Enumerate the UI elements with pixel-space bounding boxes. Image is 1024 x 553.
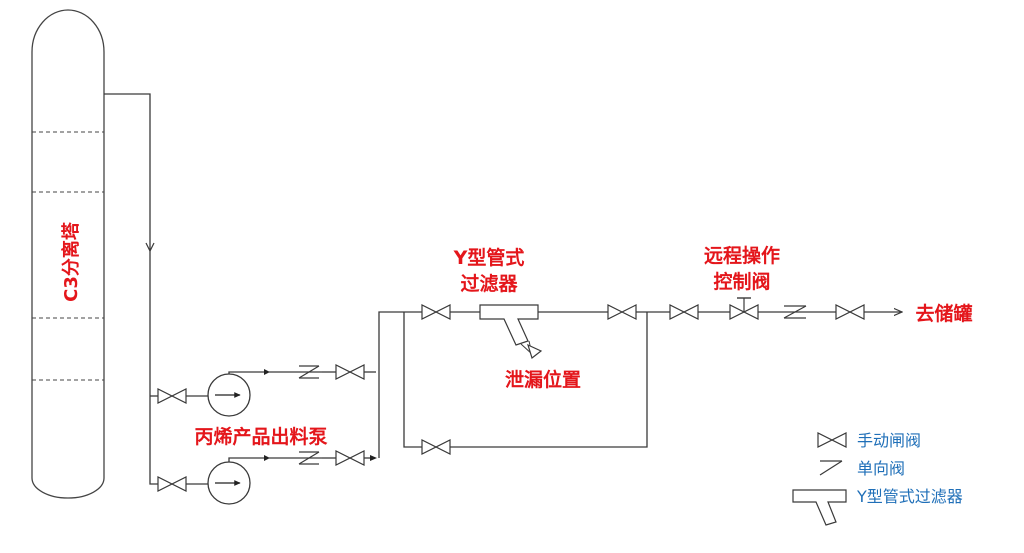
check-valve[interactable] [296, 365, 322, 379]
remote-control-valve[interactable] [729, 297, 759, 320]
upper-discharge [228, 371, 268, 374]
check-valve[interactable] [296, 451, 322, 465]
pump-label: 丙烯产品出料泵 [194, 425, 327, 448]
flow-arrow-down [145, 242, 155, 253]
destination-label: 去储罐 [915, 302, 972, 325]
tower-label: C3分离塔 [60, 221, 82, 302]
legend-gate-valve-icon [817, 432, 847, 448]
legend-gate-valve-label: 手动闸阀 [857, 431, 921, 450]
gate-valve[interactable] [835, 304, 865, 320]
leak-location-label: 泄漏位置 [505, 368, 581, 391]
gate-valve[interactable] [157, 476, 187, 492]
gate-valve[interactable] [421, 439, 451, 455]
pump-upper [207, 373, 251, 417]
lower-discharge [228, 457, 268, 462]
gate-valve[interactable] [157, 388, 187, 404]
check-valve[interactable] [780, 305, 808, 319]
gate-valve[interactable] [669, 304, 699, 320]
gate-valve[interactable] [335, 364, 365, 380]
filter-label-line1: Y型管式 [453, 246, 525, 269]
gate-valve[interactable] [335, 450, 365, 466]
gate-valve[interactable] [421, 304, 451, 320]
legend-y-filter-label: Y型管式过滤器 [856, 487, 963, 506]
control-valve-label-line2: 控制阀 [713, 270, 770, 293]
legend-y-filter-icon [792, 489, 847, 526]
c3-separation-tower: C3分离塔 [31, 9, 105, 499]
legend-check-valve-icon [819, 460, 843, 476]
tower-outlet-piping [104, 93, 158, 485]
pump-lower [207, 461, 251, 505]
legend-check-valve-label: 单向阀 [857, 459, 905, 478]
gate-valve[interactable] [607, 304, 637, 320]
legend: 手动闸阀 单向阀 Y型管式过滤器 [792, 431, 963, 526]
bypass-line [403, 312, 422, 448]
filter-label-line2: 过滤器 [460, 273, 518, 295]
header-riser [378, 311, 404, 458]
control-valve-label-line1: 远程操作 [704, 244, 780, 267]
y-strainer-filter[interactable] [479, 304, 543, 360]
